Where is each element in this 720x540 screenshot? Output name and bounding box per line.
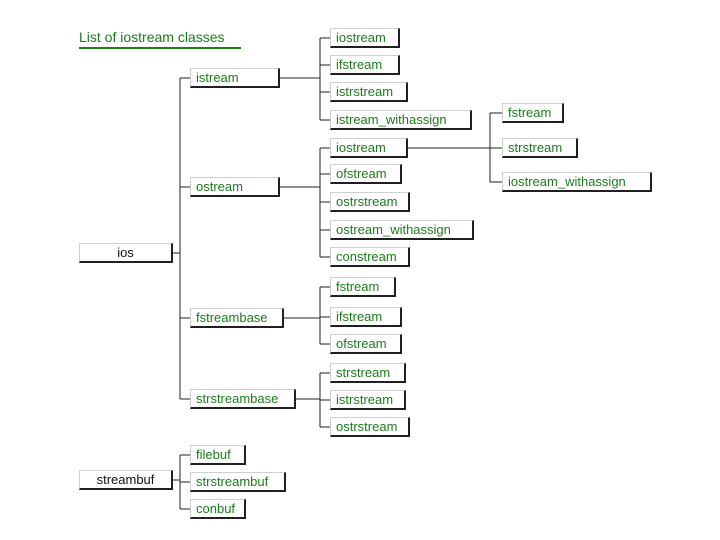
box-ostream-child-ostream-withassign: ostream_withassign [330, 220, 474, 240]
diagram-title: List of iostream classes [79, 29, 225, 45]
box-ostream-child-ofstream: ofstream [330, 164, 402, 184]
box-istream-child-ifstream: ifstream [330, 55, 400, 75]
box-ostream: ostream [190, 177, 280, 197]
title-underline [79, 47, 241, 49]
box-fstreambase-child-ofstream: ofstream [330, 334, 402, 354]
box-fstreambase: fstreambase [190, 308, 284, 328]
box-ostream-child-ostrstream: ostrstream [330, 192, 410, 212]
box-strstreambase-child-strstream: strstream [330, 363, 406, 383]
box-strstreambuf: strstreambuf [190, 472, 286, 492]
box-istream-child-istrstream: istrstream [330, 82, 408, 102]
box-ostream-child-constream: constream [330, 247, 410, 267]
box-iostream-child-iostream-withassign: iostream_withassign [502, 172, 652, 192]
box-filebuf: filebuf [190, 445, 246, 465]
box-strstreambase-child-ostrstream: ostrstream [330, 417, 410, 437]
box-ostream-child-iostream: iostream [330, 138, 408, 158]
box-ios: ios [79, 243, 173, 263]
box-istream: istream [190, 68, 280, 88]
box-fstreambase-child-ifstream: ifstream [330, 307, 402, 327]
box-istream-child-istream-withassign: istream_withassign [330, 110, 472, 130]
box-iostream-child-fstream: fstream [502, 103, 564, 123]
box-conbuf: conbuf [190, 499, 246, 519]
box-strstreambase-child-istrstream: istrstream [330, 390, 406, 410]
box-streambuf: streambuf [79, 470, 173, 490]
box-strstreambase: strstreambase [190, 389, 296, 409]
box-fstreambase-child-fstream: fstream [330, 277, 396, 297]
box-istream-child-iostream: iostream [330, 28, 400, 48]
box-iostream-child-strstream: strstream [502, 138, 578, 158]
